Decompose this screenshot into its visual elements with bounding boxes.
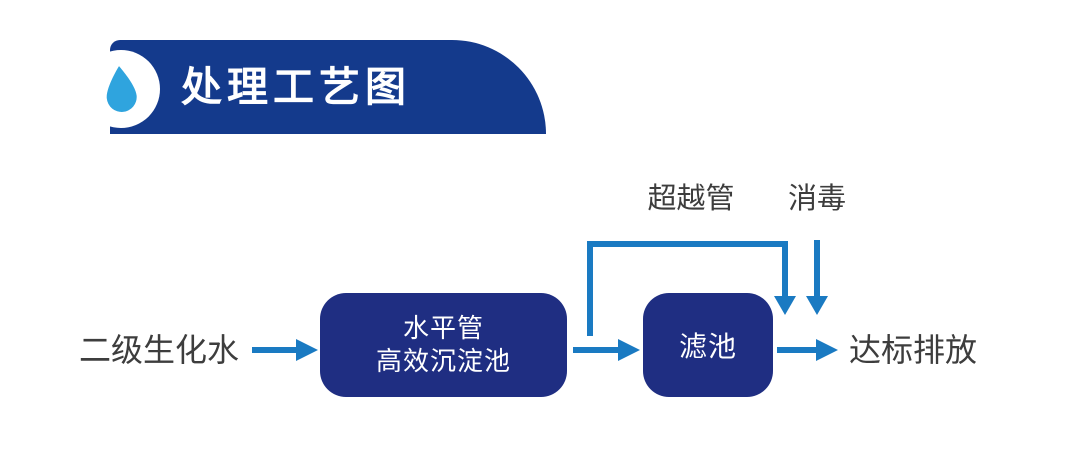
node-sedimentation-tank: 水平管 高效沉淀池 [320,293,567,397]
bypass-pipe-line [587,241,796,336]
water-drop-icon [106,66,137,112]
flow-arrow-to-filter [573,339,640,361]
node-filter-tank: 滤池 [643,293,773,397]
filter-tank-label: 滤池 [678,331,737,362]
node-effluent-label: 达标排放 [849,332,978,368]
disinfection-label: 消毒 [787,183,846,215]
bypass-pipe-label: 超越管 [647,183,735,215]
disinfection-arrow [806,240,828,315]
sedimentation-tank-line2: 高效沉淀池 [375,346,511,376]
flow-arrow-effluent [777,339,838,361]
page-title: 处理工艺图 [181,64,411,110]
node-influent-label: 二级生化水 [79,332,240,368]
flow-arrow-influent [252,339,318,361]
sedimentation-tank-line1: 水平管 [402,313,484,343]
title-banner [110,40,546,134]
drop-badge [82,50,160,128]
